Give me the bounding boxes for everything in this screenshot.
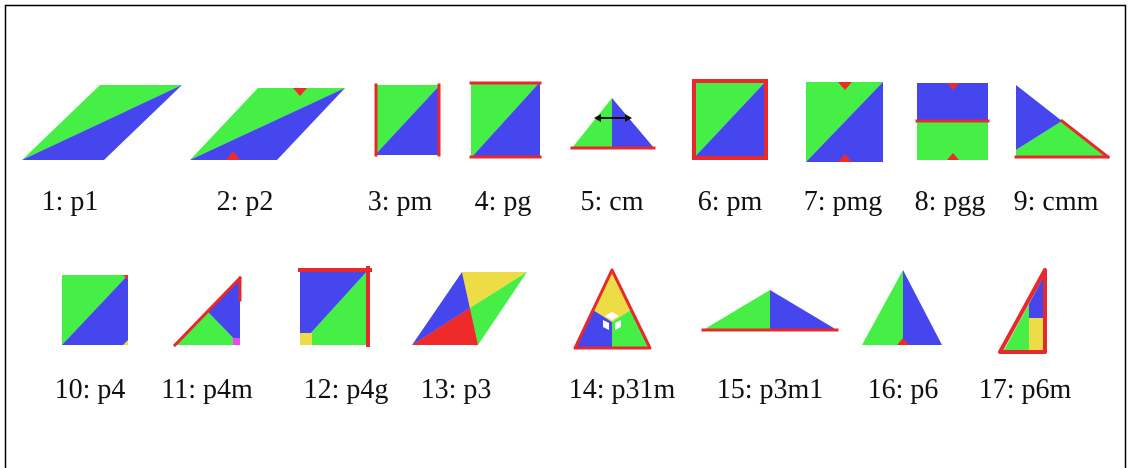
tile-label: 4: pg <box>475 186 532 217</box>
tile-p3m1 <box>701 290 839 332</box>
tile-p4g <box>298 266 372 347</box>
mirror-line <box>1059 118 1111 160</box>
tile-label: 13: p3 <box>421 374 492 405</box>
green-region <box>1016 121 1108 157</box>
green-region <box>470 272 527 345</box>
blue-region <box>1029 278 1043 318</box>
blue-region <box>770 290 837 330</box>
magenta-region <box>233 338 240 345</box>
tile-pmg <box>806 82 883 162</box>
mirror-border <box>573 268 652 350</box>
yellow-region <box>1029 318 1043 350</box>
tile-pm-6 <box>692 79 768 160</box>
blue-region <box>903 270 942 345</box>
tile-p6 <box>862 270 942 345</box>
figure-frame <box>4 4 1127 468</box>
tile-label: 11: p4m <box>161 374 253 405</box>
blue-region <box>471 82 540 158</box>
mirror-border <box>998 268 1047 354</box>
blue-region <box>612 98 654 148</box>
tile-p4 <box>62 275 128 345</box>
blue-region <box>62 275 128 345</box>
green-region <box>862 270 903 345</box>
green-region <box>612 310 650 348</box>
rotation-marker-icon <box>947 83 959 90</box>
blue-region <box>375 85 440 155</box>
tile-p2 <box>190 88 345 160</box>
rotation-marker-icon <box>947 153 959 160</box>
tile-label: 1: p1 <box>42 186 99 217</box>
rotation-marker-icon <box>897 338 909 345</box>
yellow-region <box>593 270 631 322</box>
tile-pm-3 <box>374 83 441 157</box>
tile-p6m <box>998 268 1047 354</box>
tile-label: 8: pgg <box>915 186 986 217</box>
blue-region <box>806 82 883 162</box>
yellow-region <box>300 333 312 345</box>
cube-icon <box>603 312 621 330</box>
blue-region <box>575 310 612 348</box>
rotation-marker-icon <box>838 82 852 90</box>
green-region <box>175 312 240 345</box>
rotation-marker-icon <box>123 340 128 345</box>
tile-cmm <box>1014 85 1111 160</box>
red-region <box>412 308 478 345</box>
green-region <box>703 290 770 330</box>
yellow-region <box>462 272 527 308</box>
rotation-marker-icon <box>123 275 128 280</box>
green-region <box>300 268 370 345</box>
tile-label: 9: cmm <box>1014 186 1099 217</box>
rotation-marker-icon <box>293 88 307 96</box>
tile-cm <box>570 98 656 150</box>
tile-label: 17: p6m <box>979 374 1072 405</box>
tile-label: 7: pmg <box>804 186 883 217</box>
tile-p1 <box>22 85 182 160</box>
blue-region <box>1016 85 1062 150</box>
blue-region <box>22 85 182 160</box>
rotation-marker-icon <box>226 151 240 160</box>
tile-p31m <box>573 268 652 350</box>
tile-p3 <box>412 272 527 345</box>
tile-p4m <box>172 275 243 348</box>
tile-label: 14: p31m <box>569 374 676 405</box>
green-region <box>572 98 612 148</box>
rotation-marker-icon <box>838 154 852 162</box>
green-region <box>917 121 988 160</box>
tile-pgg <box>915 83 990 160</box>
double-arrow-icon <box>594 114 632 122</box>
blue-region <box>208 278 240 345</box>
tile-label: 2: p2 <box>217 186 274 217</box>
tile-label: 12: p4g <box>304 374 389 405</box>
mirror-border <box>692 79 768 160</box>
tile-pg <box>469 81 542 159</box>
blue-region <box>692 79 768 160</box>
tile-label: 15: p3m1 <box>717 374 824 405</box>
tile-label: 16: p6 <box>868 374 939 405</box>
tile-label: 3: pm <box>368 186 433 217</box>
tile-label: 10: p4 <box>55 374 126 405</box>
tile-label: 5: cm <box>581 186 644 217</box>
blue-region <box>190 88 345 160</box>
blue-region <box>412 272 470 345</box>
mirror-line <box>172 275 243 348</box>
tile-label: 6: pm <box>698 186 763 217</box>
